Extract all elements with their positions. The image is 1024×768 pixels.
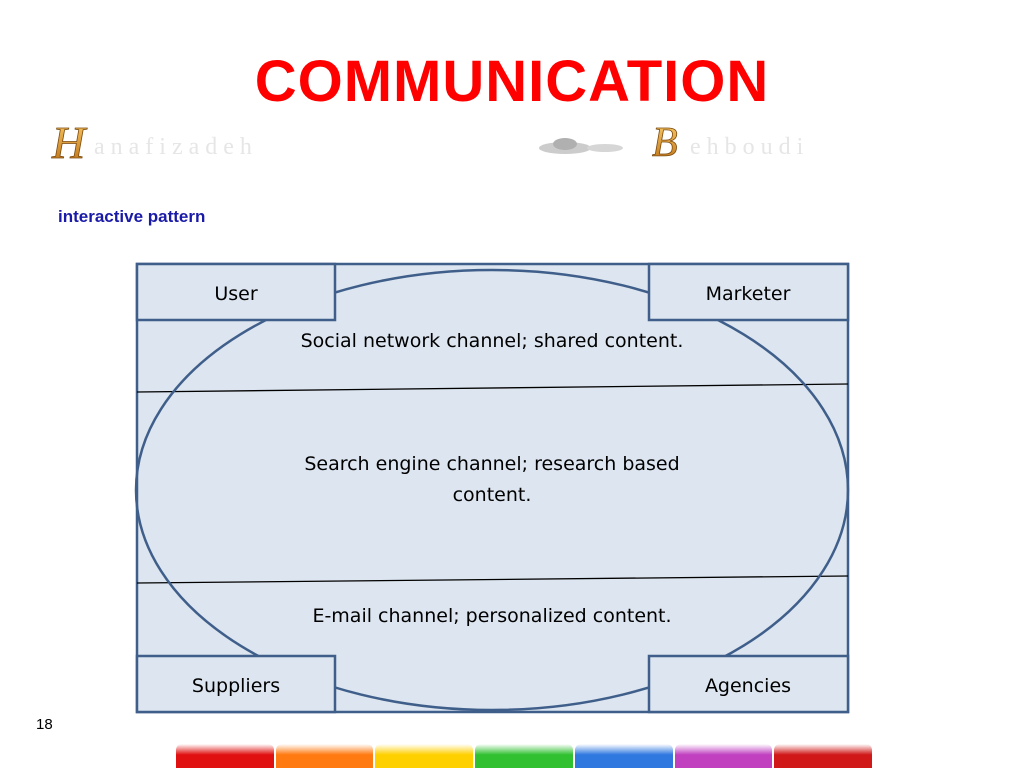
pattern-subtitle: interactive pattern [58, 207, 206, 226]
channel-social-network: Social network channel; shared content. [301, 330, 684, 352]
color-bar [475, 744, 573, 768]
divider-line-top [136, 383, 849, 393]
logo-word-1: anafizadeh [94, 134, 258, 160]
label-user: User [214, 283, 257, 305]
divider-line-bottom [136, 575, 849, 584]
color-bar [574, 744, 673, 768]
page-number: 18 [36, 716, 53, 733]
channel-email: E-mail channel; personalized content. [312, 605, 671, 627]
color-bar [674, 744, 773, 768]
color-bar [375, 744, 474, 768]
logo-word-2: ehboudi [690, 134, 809, 160]
corner-box-suppliers [135, 654, 337, 714]
label-agencies: Agencies [705, 675, 791, 697]
label-marketer: Marketer [706, 283, 791, 305]
color-bar [774, 744, 873, 768]
logo-ornament-icon [539, 138, 623, 154]
logo-initial-h: H [51, 118, 88, 168]
channel-search-engine: Search engine channel; research based [304, 453, 679, 475]
corner-box-marketer [647, 262, 850, 322]
color-bar [176, 744, 274, 768]
corner-box-agencies [647, 654, 850, 714]
color-bar [275, 744, 374, 768]
channel-search-engine-line2: content. [453, 484, 532, 506]
interaction-ellipse [134, 268, 850, 712]
diagram-frame [135, 262, 850, 714]
slide-title: COMMUNICATION [254, 49, 770, 114]
label-suppliers: Suppliers [192, 675, 280, 697]
corner-box-user [135, 262, 337, 322]
author-logo: H anafizadeh B ehboudi [51, 118, 809, 168]
logo-initial-b: B [652, 120, 678, 166]
decorative-color-bars [176, 744, 873, 768]
